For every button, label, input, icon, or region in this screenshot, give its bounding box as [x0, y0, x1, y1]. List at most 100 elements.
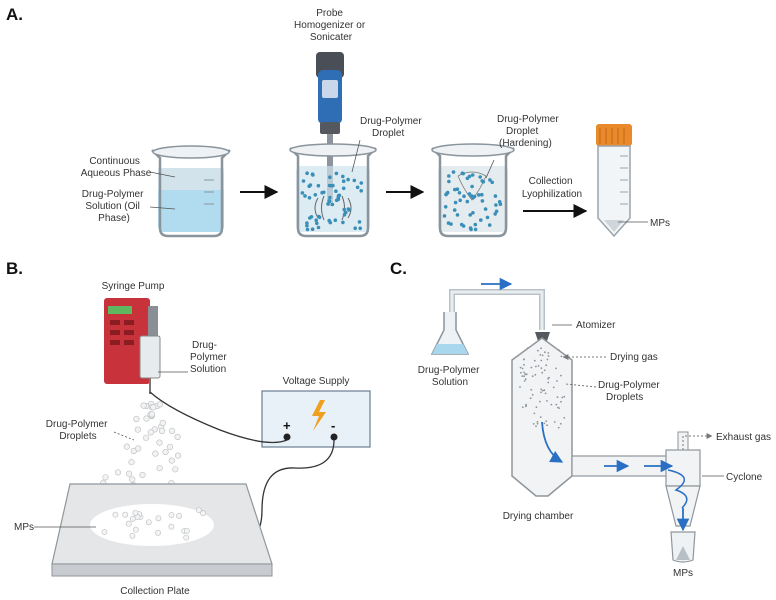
droplets-leader-b: [113, 431, 135, 441]
spray-droplet: [523, 375, 525, 378]
droplet-dot: [305, 223, 309, 228]
spray-droplet: [561, 396, 564, 399]
spray-droplet: [522, 358, 525, 361]
electrospray-droplet: [133, 415, 140, 423]
spray-droplet: [523, 380, 526, 382]
droplet-dot: [357, 220, 362, 224]
label-drying-gas: Drying gas: [610, 352, 658, 363]
label-exhaust: Exhaust gas: [716, 432, 771, 443]
droplet-dot: [316, 183, 321, 188]
spray-droplet: [540, 388, 543, 391]
solution-leader: [149, 206, 176, 210]
electrospray-droplet: [169, 427, 176, 435]
spray-droplet: [560, 374, 562, 377]
droplet-dot: [326, 202, 330, 206]
droplet-dot: [310, 172, 315, 176]
spray-droplet: [530, 366, 533, 369]
droplet-dot: [307, 196, 312, 200]
droplet-dot: [469, 227, 473, 232]
flow-arrow-chamber: [541, 421, 564, 463]
droplet-dot: [480, 192, 484, 197]
label-c-solution: Drug-Polymer Solution: [418, 365, 482, 388]
droplet-dot: [457, 191, 462, 195]
label-probe: Probe Homogenizer or Sonicater: [294, 8, 368, 43]
label-droplet: Drug-Polymer Droplet: [360, 116, 424, 139]
electrospray-droplet: [150, 404, 157, 411]
droplet-dot: [334, 189, 338, 193]
droplet-dot: [452, 208, 457, 212]
spray-droplet: [541, 371, 544, 374]
spray-droplet: [519, 366, 522, 369]
electrospray-droplet: [156, 465, 163, 472]
droplet-dot: [470, 173, 475, 177]
spray-droplet: [521, 367, 524, 370]
electrospray-droplet: [143, 434, 150, 441]
droplet-dot: [341, 220, 345, 225]
spray-droplet: [555, 403, 558, 406]
electrospray-droplet: [128, 459, 135, 466]
spray-droplet: [533, 359, 536, 362]
plate-particle: [168, 512, 175, 518]
electrospray-droplet: [159, 419, 166, 427]
plate-particle: [155, 515, 162, 522]
electrospray-droplet: [156, 401, 163, 408]
droplet-dot: [473, 227, 478, 232]
spray-droplet: [541, 354, 544, 357]
droplet-dot: [315, 221, 319, 226]
droplet-dot: [465, 199, 470, 204]
spray-droplet: [536, 422, 539, 425]
beaker-continuous-phase: [151, 145, 231, 238]
spray-droplet: [563, 417, 566, 419]
electrospray-droplet: [135, 445, 142, 452]
droplet-dots-beaker-2: [300, 171, 364, 232]
droplet-dot: [353, 226, 358, 230]
droplet-dot: [485, 215, 490, 220]
spray-droplets: [519, 347, 566, 429]
droplet-dot: [453, 200, 458, 205]
exhaust-arrow: [682, 433, 713, 450]
spray-droplet: [533, 412, 536, 415]
plate-particle: [129, 532, 136, 539]
erlenmeyer-flask: [430, 312, 470, 355]
spray-droplet: [537, 349, 539, 352]
electrospray-droplet: [102, 474, 109, 481]
droplet-dot: [303, 194, 307, 198]
droplet-dot: [444, 192, 448, 197]
droplet-dot: [490, 180, 495, 185]
spray-droplet: [529, 397, 532, 400]
minus-sign: -: [331, 418, 335, 433]
spray-droplet: [524, 378, 527, 381]
spray-droplet: [546, 400, 548, 402]
droplet-dot: [458, 198, 463, 203]
spray-droplet: [548, 376, 550, 379]
droplet-dots-beaker-3: [442, 170, 503, 232]
spray-droplet: [541, 389, 544, 392]
syringe-pump: [104, 298, 161, 394]
droplet-dot: [342, 207, 347, 212]
electrospray-droplet: [147, 429, 154, 436]
electrospray-droplet: [126, 470, 133, 477]
droplet-dot: [334, 171, 339, 176]
electrospray-droplet: [158, 427, 166, 435]
spray-droplet: [540, 367, 543, 369]
spray-droplet: [540, 359, 543, 362]
label-collection: Collection Lyophilization: [522, 176, 582, 200]
droplet-dot: [467, 192, 472, 196]
droplet-dot: [305, 171, 309, 175]
plate-particle: [200, 510, 206, 517]
spray-droplet: [523, 371, 525, 374]
droplet-dot: [341, 179, 346, 183]
spray-droplet: [553, 421, 556, 423]
spray-droplet: [552, 386, 555, 389]
droplet-dot: [493, 194, 498, 198]
label-mps-a: MPs: [650, 218, 670, 229]
spray-droplet: [544, 351, 546, 354]
spray-droplet: [534, 373, 537, 376]
droplet-dot: [449, 222, 453, 226]
spray-droplet: [531, 375, 534, 378]
droplet-dot: [341, 174, 345, 179]
electrospray-droplet: [175, 452, 182, 459]
spray-droplet: [536, 420, 539, 423]
droplet-dot: [443, 205, 448, 209]
droplet-dot: [355, 185, 360, 190]
